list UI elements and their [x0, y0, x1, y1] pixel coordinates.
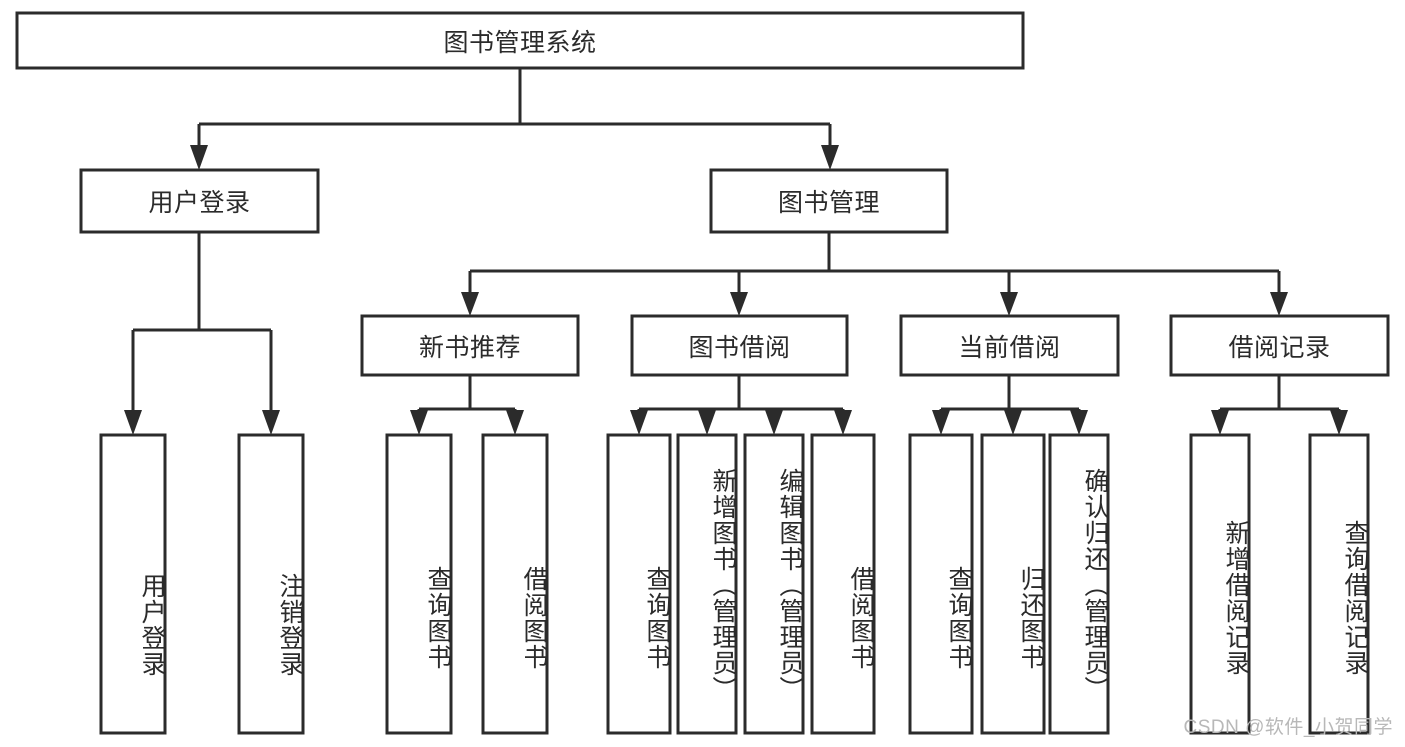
leaf-box-edit-book-admin[interactable]: [743, 433, 805, 735]
leaf-box-confirm-return-admin[interactable]: [1048, 433, 1110, 735]
leaf-box-user-login[interactable]: [99, 433, 167, 735]
leaf-box-query-book-borrow[interactable]: [606, 433, 672, 735]
node-box-borrow-records[interactable]: [1169, 314, 1390, 377]
leaf-box-borrow-book[interactable]: [810, 433, 876, 735]
leaf-box-borrow-book-recommend[interactable]: [481, 433, 549, 735]
node-box-new-book-recommend[interactable]: [360, 314, 580, 377]
node-box-user-login[interactable]: [79, 168, 320, 234]
leaf-box-add-borrow-record[interactable]: [1189, 433, 1251, 735]
leaf-box-query-book-recommend[interactable]: [385, 433, 453, 735]
connector-records-to-leaves: [1211, 375, 1348, 435]
leaf-box-logout[interactable]: [237, 433, 305, 735]
node-box-root[interactable]: [15, 11, 1025, 70]
connector-userlogin-to-leaves: [124, 232, 280, 435]
node-box-current-borrow[interactable]: [899, 314, 1120, 377]
leaf-box-query-borrow-record[interactable]: [1308, 433, 1370, 735]
connector-borrow-to-leaves: [630, 375, 852, 435]
connector-root-to-level2: [190, 68, 839, 170]
connector-bookmgmt-to-level3: [461, 232, 1288, 316]
node-box-book-management[interactable]: [709, 168, 949, 234]
connector-newbook-to-leaves: [410, 375, 524, 435]
leaf-box-return-book[interactable]: [980, 433, 1046, 735]
connector-current-to-leaves: [932, 375, 1088, 435]
leaf-box-add-book-admin[interactable]: [676, 433, 738, 735]
leaf-box-query-book-current[interactable]: [908, 433, 974, 735]
node-box-book-borrow[interactable]: [630, 314, 849, 377]
